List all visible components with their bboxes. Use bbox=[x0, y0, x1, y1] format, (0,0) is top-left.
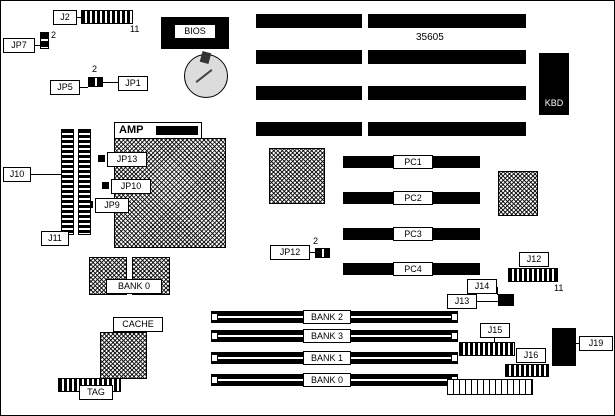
callout-jp5: JP5 bbox=[50, 80, 80, 95]
callout-j15: J15 bbox=[480, 323, 510, 338]
isa-slot-segment bbox=[368, 86, 526, 100]
isa-slot-segment bbox=[256, 14, 362, 28]
simm-latch bbox=[452, 355, 457, 361]
jp7-jumper bbox=[40, 32, 49, 49]
kbd-connector: KBD bbox=[539, 53, 569, 115]
amp-label-text: AMP bbox=[119, 124, 144, 136]
jp10-jumper bbox=[102, 182, 109, 189]
leader-line bbox=[77, 17, 81, 18]
j10-connector-strip bbox=[61, 129, 74, 235]
simm-latch bbox=[212, 355, 217, 361]
amp-socket-label: AMP bbox=[114, 122, 202, 139]
simm-latch bbox=[452, 333, 457, 339]
callout-j13: J13 bbox=[447, 294, 477, 309]
bios-chip-label: BIOS bbox=[174, 24, 216, 39]
leader-line bbox=[494, 338, 495, 342]
isa-slot-segment bbox=[368, 50, 526, 64]
leader-line bbox=[31, 174, 61, 175]
leader-line bbox=[576, 343, 580, 344]
j12-connector bbox=[508, 268, 558, 282]
battery-detail bbox=[195, 69, 213, 83]
j14-connector bbox=[498, 294, 514, 306]
pci-slot-label: PC1 bbox=[393, 155, 433, 169]
callout-jp12: JP12 bbox=[270, 245, 310, 260]
callout-cache: CACHE bbox=[113, 317, 163, 332]
callout-jp9: JP9 bbox=[95, 198, 129, 213]
j2-header-connector bbox=[81, 10, 133, 24]
j19-connector bbox=[552, 328, 576, 366]
jp5-pin-count: 2 bbox=[92, 64, 98, 74]
leader-line bbox=[80, 87, 88, 88]
callout-j10: J10 bbox=[3, 167, 31, 182]
simm-latch bbox=[452, 314, 457, 320]
simm-slot-label: BANK 3 bbox=[303, 329, 351, 343]
bios-chip: BIOS bbox=[161, 17, 229, 49]
isa-slot-segment bbox=[368, 14, 526, 28]
jp13-jumper bbox=[98, 155, 105, 162]
callout-j14: J14 bbox=[467, 279, 497, 294]
j10-connector-strip bbox=[78, 129, 91, 235]
chipset-chip bbox=[269, 148, 325, 204]
simm-slot-label: BANK 2 bbox=[303, 310, 351, 324]
callout-bank0-cache: BANK 0 bbox=[106, 279, 162, 294]
leader-line bbox=[35, 45, 40, 46]
callout-j2: J2 bbox=[53, 10, 77, 25]
battery bbox=[184, 51, 228, 98]
leader-line bbox=[310, 252, 315, 253]
isa-slot-segment bbox=[256, 50, 362, 64]
pci-slot-label: PC2 bbox=[393, 191, 433, 205]
j15-connector bbox=[459, 342, 515, 356]
callout-jp13: JP13 bbox=[107, 152, 147, 167]
io-chip bbox=[498, 171, 538, 216]
board-part-number: 35605 bbox=[416, 32, 444, 43]
simm-slot-label: BANK 0 bbox=[303, 373, 351, 387]
jp7-pin-count: 2 bbox=[51, 30, 57, 40]
kbd-connector-label: KBD bbox=[544, 98, 564, 108]
callout-jp1: JP1 bbox=[118, 76, 148, 91]
cache-chip bbox=[100, 332, 147, 379]
callout-tag: TAG bbox=[79, 385, 113, 400]
callout-j19: J19 bbox=[579, 336, 613, 351]
leader-line bbox=[497, 287, 498, 295]
leader-line bbox=[477, 301, 498, 302]
jp12-jumper bbox=[315, 248, 330, 258]
callout-j12: J12 bbox=[519, 252, 549, 267]
isa-slot-segment bbox=[256, 122, 362, 136]
callout-j11: J11 bbox=[41, 231, 69, 246]
pci-slot-label: PC3 bbox=[393, 227, 433, 241]
pci-slot-label: PC4 bbox=[393, 262, 433, 276]
jp5-jp1-jumper bbox=[88, 77, 103, 87]
simm-latch bbox=[212, 314, 217, 320]
isa-slot-segment bbox=[256, 86, 362, 100]
j12-pin-count: 11 bbox=[554, 283, 564, 293]
battery-clip bbox=[199, 51, 212, 64]
callout-jp10: JP10 bbox=[111, 179, 151, 194]
leader-line bbox=[103, 82, 118, 83]
j16-connector bbox=[505, 364, 549, 377]
amp-label-bar bbox=[156, 126, 198, 135]
callout-jp7: JP7 bbox=[3, 38, 35, 53]
callout-j16: J16 bbox=[516, 348, 546, 363]
simm-slot-label: BANK 1 bbox=[303, 351, 351, 365]
jp12-pin-count: 2 bbox=[313, 236, 319, 246]
isa-slot-segment bbox=[368, 122, 526, 136]
simm-latch bbox=[212, 333, 217, 339]
simm-latch bbox=[212, 377, 217, 383]
j2-pin-count: 11 bbox=[130, 24, 140, 34]
bottom-pin-header bbox=[447, 379, 533, 395]
